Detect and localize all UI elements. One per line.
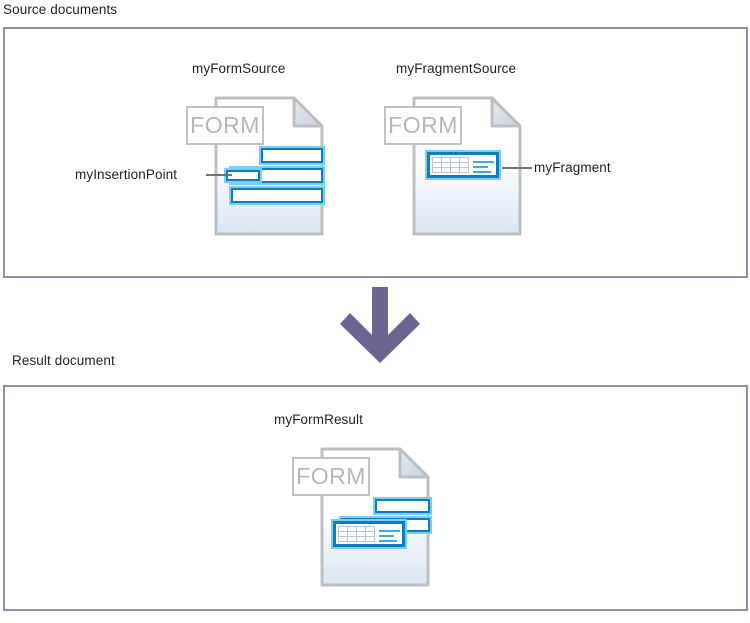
form-badge-my-fragment-source: FORM	[384, 106, 462, 145]
fragment-text-lines-icon	[379, 526, 400, 542]
callout-label-my-insertion-point: myInsertionPoint	[75, 167, 178, 182]
fragment-table-grid-icon	[432, 157, 469, 173]
result-form-field-row-1	[373, 497, 432, 515]
leader-line-insertion-point	[206, 174, 232, 176]
caption-my-form-result: myFormResult	[274, 412, 363, 427]
fragment-block-source	[425, 150, 501, 180]
transform-flow-arrow-icon	[340, 287, 420, 363]
fragment-table-grid-icon	[338, 526, 375, 542]
callout-label-my-fragment: myFragment	[534, 160, 611, 175]
form-field-row-1	[259, 146, 325, 165]
form-field-row-3	[229, 186, 325, 205]
source-documents-panel	[3, 27, 748, 278]
fragment-text-lines-icon	[473, 157, 494, 173]
caption-my-fragment-source: myFragmentSource	[396, 61, 517, 76]
caption-my-form-source: myFormSource	[192, 61, 286, 76]
fragment-block-result	[331, 519, 407, 549]
section-heading-source: Source documents	[3, 2, 118, 17]
form-badge-my-form-result: FORM	[292, 457, 370, 496]
leader-line-fragment	[502, 167, 532, 169]
section-heading-result: Result document	[12, 353, 115, 368]
form-badge-my-form-source: FORM	[186, 106, 264, 145]
